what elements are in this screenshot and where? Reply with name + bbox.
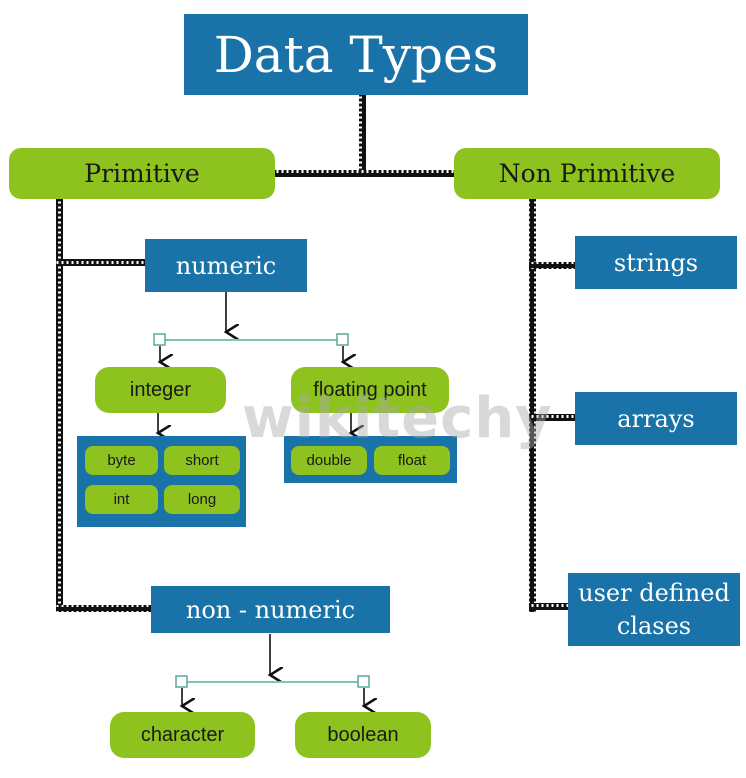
type-short: short	[164, 446, 240, 475]
arrays-connector	[529, 414, 577, 421]
strings-connector	[529, 262, 577, 269]
non-numeric-connector	[56, 605, 152, 612]
user-defined-classes-node: user defined clases	[568, 573, 740, 646]
numeric-connector	[56, 259, 148, 266]
floating-point-node: floating point	[291, 367, 449, 413]
user-defined-connector	[529, 603, 571, 610]
non-numeric-node: non - numeric	[151, 586, 390, 633]
type-double: double	[291, 446, 367, 475]
primitive-node: Primitive	[9, 148, 275, 199]
numeric-node: numeric	[145, 239, 307, 292]
title-stem-connector	[359, 94, 366, 174]
type-byte: byte	[85, 446, 158, 475]
arrays-node: arrays	[575, 392, 737, 445]
boolean-node: boolean	[295, 712, 431, 758]
type-long: long	[164, 485, 240, 514]
type-int: int	[85, 485, 158, 514]
branch-connector	[274, 170, 456, 177]
type-float: float	[374, 446, 450, 475]
non-primitive-node: Non Primitive	[454, 148, 720, 199]
character-node: character	[110, 712, 255, 758]
non-primitive-spine	[529, 198, 536, 612]
integer-node: integer	[95, 367, 226, 413]
diagram-title: Data Types	[184, 14, 528, 95]
primitive-spine	[56, 198, 63, 612]
strings-node: strings	[575, 236, 737, 289]
